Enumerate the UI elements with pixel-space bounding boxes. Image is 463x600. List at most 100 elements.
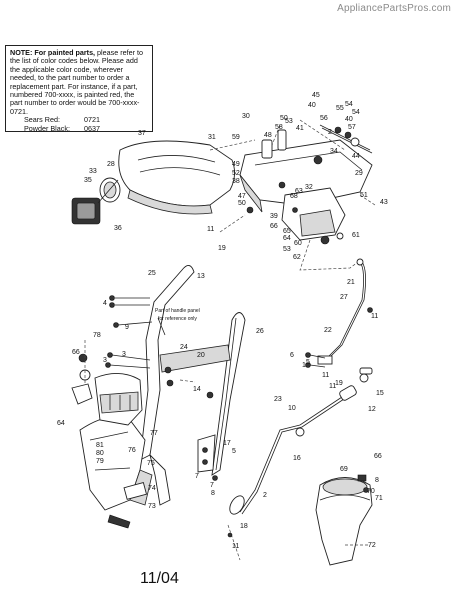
callout: 23	[274, 396, 282, 403]
callout: 59	[232, 134, 240, 141]
callout: 77	[150, 430, 158, 437]
callout: 17	[223, 440, 231, 447]
callout: 53	[285, 118, 293, 125]
callout: 26	[256, 328, 264, 335]
callout: 6	[290, 352, 294, 359]
color-code-row: Sears Red: 0721	[10, 115, 148, 125]
callout: 45	[312, 92, 320, 99]
color-code: 0637	[84, 123, 100, 133]
hardware-bolts	[105, 295, 326, 481]
callout: 81	[96, 442, 104, 449]
callout: 4	[103, 300, 107, 307]
callout: 66	[270, 223, 278, 230]
headlight-assembly	[71, 177, 121, 225]
callout: 80	[96, 450, 104, 457]
callout: 25	[148, 270, 156, 277]
callout: 62	[293, 254, 301, 261]
callout: 7	[210, 482, 214, 489]
callout: 11	[322, 372, 329, 379]
callout: 16	[293, 455, 301, 462]
panel-note-line2: for reference only	[158, 316, 197, 322]
callout: 27	[340, 294, 348, 301]
callout: 64	[57, 420, 65, 427]
callout: 32	[305, 184, 313, 191]
callout: 72	[368, 542, 376, 549]
callout: 36	[114, 225, 122, 232]
callout: 11	[371, 313, 378, 320]
callout: 69	[340, 466, 348, 473]
callout: 61	[352, 232, 360, 239]
callout: 11	[232, 543, 239, 550]
callout: 68	[290, 193, 298, 200]
callout: 33	[89, 168, 97, 175]
callout: 39	[270, 213, 278, 220]
callout: 11	[207, 226, 214, 233]
callout: 20	[197, 352, 205, 359]
callout: 1	[302, 362, 306, 369]
callout: 58	[275, 124, 283, 131]
callout: 15	[376, 390, 384, 397]
note-lead: NOTE: For painted parts,	[10, 48, 96, 57]
callout: 54	[345, 101, 353, 108]
left-handle	[139, 265, 195, 506]
callout: 24	[180, 344, 188, 351]
callout: 64	[283, 235, 291, 242]
color-code-row: Powder Black: 0637	[10, 123, 148, 133]
note-text: NOTE: For painted parts, please refer to…	[10, 48, 148, 116]
callout: 37	[138, 130, 146, 137]
callout-labels: 45 40 55 54 54 30 50 56 40 57 58 53 2 34…	[57, 92, 388, 550]
callout: 5	[306, 359, 310, 366]
callout: 13	[197, 273, 205, 280]
chute-assembly-right	[315, 474, 373, 566]
callout: 2	[263, 492, 267, 499]
callout: 10	[288, 405, 296, 412]
callout: 7	[195, 473, 199, 480]
callout: 31	[208, 134, 216, 141]
callout: 63	[295, 188, 303, 195]
callout: 14	[193, 386, 201, 393]
shift-rod	[317, 258, 373, 365]
auger-housing-cover	[118, 139, 256, 215]
handle-panel	[159, 344, 231, 399]
callout: 30	[242, 113, 250, 120]
callout: 56	[320, 115, 328, 122]
callout: 43	[380, 199, 388, 206]
callout: 38	[232, 178, 240, 185]
color-code-note: NOTE: For painted parts, please refer to…	[5, 45, 153, 133]
callout: 71	[375, 495, 383, 502]
callout: 49	[232, 161, 240, 168]
callout: 12	[368, 406, 376, 413]
chute-deflector	[94, 373, 143, 426]
callout: 75	[147, 460, 155, 467]
callout: 65	[283, 228, 291, 235]
callout: 29	[355, 170, 363, 177]
footer-date: 11/04	[140, 570, 179, 587]
color-name: Sears Red:	[24, 115, 60, 125]
callout: 48	[264, 132, 272, 139]
callout: 8	[211, 490, 215, 497]
callout: 74	[148, 485, 156, 492]
color-code: 0721	[84, 115, 100, 125]
callout: 60	[294, 240, 302, 247]
callout: 19	[218, 245, 226, 252]
callout: 41	[296, 125, 304, 132]
callout: 54	[352, 109, 360, 116]
callout: 40	[345, 116, 353, 123]
callout: 2	[328, 129, 332, 136]
callout: 66	[374, 453, 382, 460]
cable-bracket	[227, 495, 245, 561]
chute-assembly-left	[79, 416, 153, 529]
color-name: Powder Black:	[24, 123, 70, 133]
callout: 9	[125, 324, 129, 331]
callout: 70	[367, 488, 375, 495]
callout: 21	[347, 279, 355, 286]
callout: 57	[348, 124, 356, 131]
callout: 55	[336, 105, 344, 112]
callout: 47	[238, 193, 246, 200]
callout: 28	[107, 161, 115, 168]
callout: 73	[148, 503, 156, 510]
callout: 11	[329, 383, 336, 390]
callout: 5	[232, 448, 236, 455]
chute-crank-rod	[239, 367, 373, 515]
